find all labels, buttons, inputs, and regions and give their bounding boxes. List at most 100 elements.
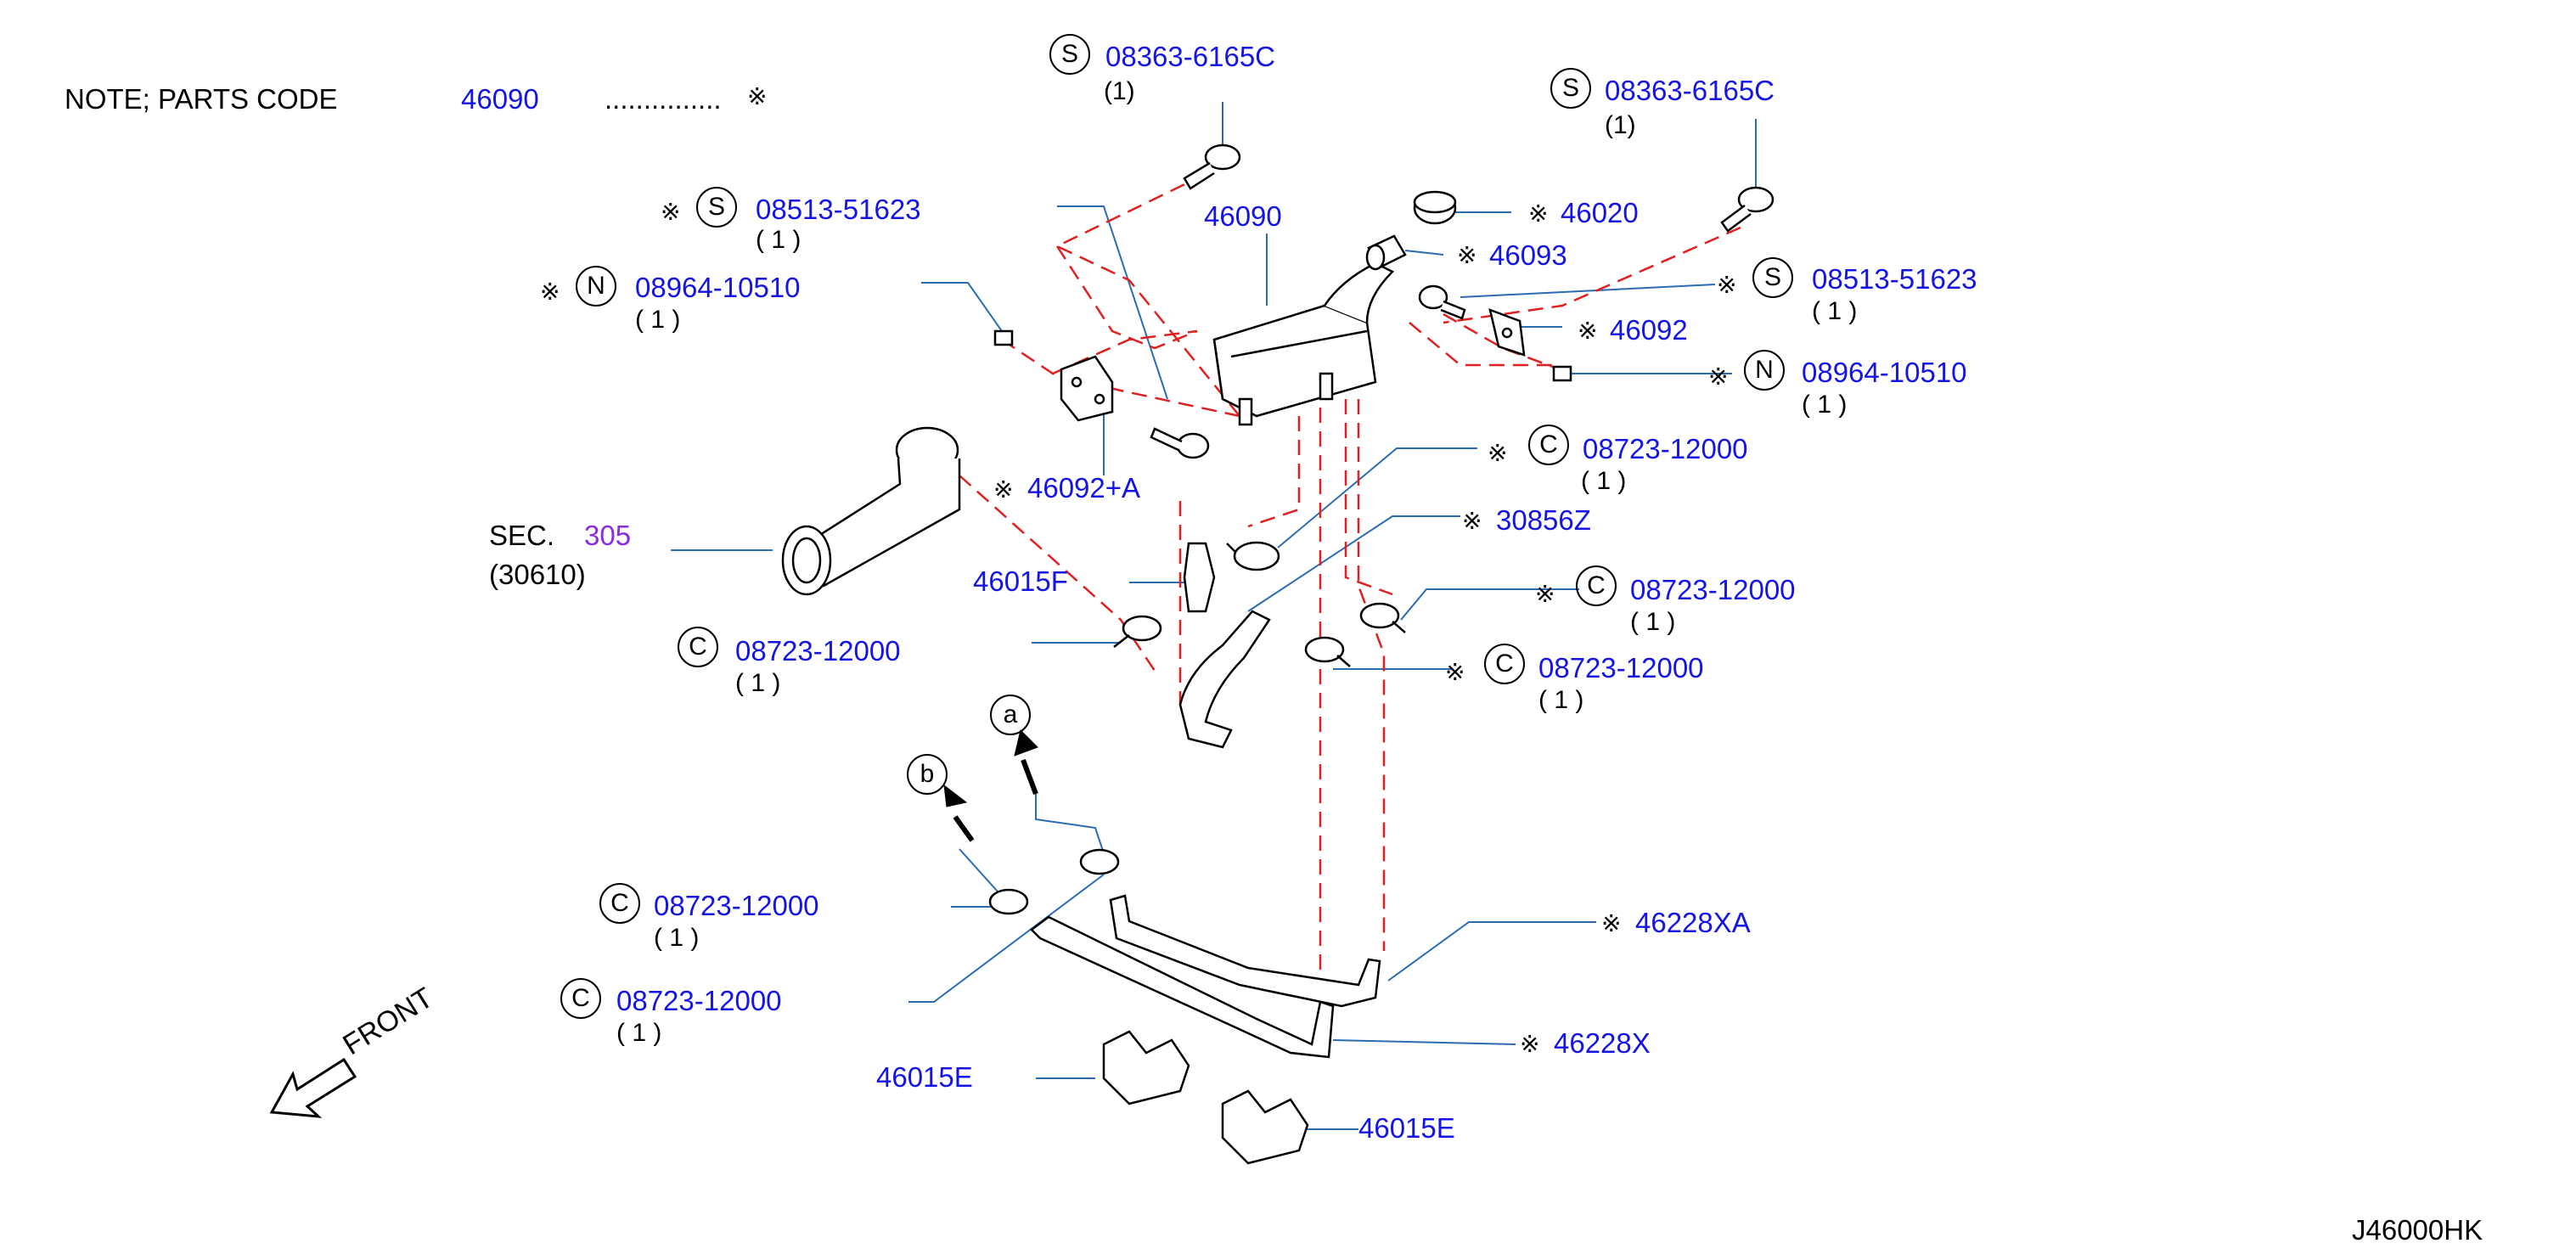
clip-46015e-left (1102, 1030, 1190, 1105)
bolt-top-right (1720, 186, 1775, 233)
asterisk-mark: ※ (993, 475, 1014, 503)
leader-b (959, 848, 998, 892)
clamp-mid-2 (1304, 636, 1351, 667)
callout-b: b (907, 754, 948, 795)
asterisk-mark: ※ (1708, 363, 1729, 391)
part-46093[interactable]: 46093 (1489, 239, 1567, 271)
pipe-46228x (1030, 915, 1335, 1059)
part-08723-12000-lower-1[interactable]: 08723-12000 (654, 890, 819, 921)
clip-46015f (1183, 542, 1216, 613)
part-46228xa[interactable]: 46228XA (1635, 907, 1751, 938)
c-symbol: C (678, 627, 718, 667)
component-drawings (781, 143, 1775, 1165)
callout-a: a (990, 695, 1031, 735)
asterisk-mark: ※ (540, 278, 560, 306)
part-08513-51623-left[interactable]: 08513-51623 (756, 194, 921, 225)
part-08363-6165c-center[interactable]: 08363-6165C (1105, 41, 1275, 72)
part-46092[interactable]: 46092 (1610, 314, 1688, 346)
asterisk-mark: ※ (1462, 507, 1482, 535)
front-arrow (269, 1057, 357, 1118)
asterisk-mark: ※ (1488, 439, 1508, 467)
nut-right (1552, 365, 1572, 382)
asterisk-mark: ※ (1717, 271, 1737, 299)
leader-46228xa (1387, 921, 1596, 982)
note-mark: ※ (747, 82, 768, 110)
bracket-right (1488, 308, 1526, 357)
arrow-b (953, 815, 975, 842)
asterisk-mark: ※ (661, 198, 681, 226)
clamp-lower-1 (988, 888, 1029, 915)
part-08723-12000-1[interactable]: 08723-12000 (1583, 433, 1748, 464)
qty-08363-right: (1) (1605, 111, 1636, 139)
note-prefix: NOTE; PARTS CODE (65, 83, 338, 115)
c-symbol: C (1576, 565, 1617, 606)
reservoir-tank (1212, 262, 1395, 426)
leader-screw-left (1057, 205, 1168, 400)
part-08513-51623-right[interactable]: 08513-51623 (1812, 263, 1977, 295)
hose-30856z (1178, 610, 1271, 749)
leader-clamp-1 (1277, 447, 1477, 548)
note-code[interactable]: 46090 (461, 83, 539, 115)
part-46015e-left[interactable]: 46015E (876, 1061, 973, 1093)
sec-number[interactable]: 305 (584, 520, 632, 551)
leader-clamp-2 (1400, 588, 1579, 621)
arrow-a-head (1014, 729, 1038, 757)
part-46020[interactable]: 46020 (1561, 197, 1639, 228)
qty-08513-right: ( 1 ) (1812, 297, 1858, 325)
qty-08964-left: ( 1 ) (635, 306, 681, 334)
asterisk-mark: ※ (1520, 1030, 1540, 1058)
qty-08723-lower-2: ( 1 ) (616, 1019, 662, 1047)
part-46090-tank[interactable]: 46090 (1204, 200, 1282, 232)
qty-08723-left: ( 1 ) (735, 669, 781, 697)
asterisk-mark: ※ (1445, 658, 1465, 686)
sec-sub: (30610) (489, 559, 586, 590)
leader-30856z (1247, 515, 1460, 612)
leader-screw-right (1460, 284, 1716, 298)
qty-08964-right: ( 1 ) (1802, 391, 1848, 419)
part-46092-a[interactable]: 46092+A (1027, 472, 1141, 503)
part-46228x[interactable]: 46228X (1554, 1027, 1651, 1059)
c-symbol: C (1528, 425, 1569, 465)
asterisk-mark: ※ (1528, 200, 1549, 228)
leader-filter (1404, 250, 1444, 256)
part-08964-10510-left[interactable]: 08964-10510 (635, 272, 801, 303)
asterisk-mark: ※ (1457, 241, 1477, 269)
asterisk-mark: ※ (1535, 580, 1555, 608)
part-30856z[interactable]: 30856Z (1496, 504, 1591, 536)
screw-right (1418, 284, 1466, 320)
filler-neck (781, 426, 961, 596)
leader-nut-left (921, 282, 1003, 332)
qty-08723-3: ( 1 ) (1538, 686, 1584, 714)
qty-08723-lower-1: ( 1 ) (654, 924, 700, 952)
arrow-b-head (943, 784, 968, 807)
leader-46228x (1332, 1039, 1516, 1045)
asterisk-mark: ※ (1601, 909, 1622, 937)
clip-46015e-right (1221, 1089, 1309, 1165)
bolt-top-center (1183, 143, 1241, 190)
part-08964-10510-right[interactable]: 08964-10510 (1802, 357, 1967, 388)
part-46015e-right[interactable]: 46015E (1358, 1112, 1455, 1144)
qty-08513-left: ( 1 ) (756, 226, 801, 254)
n-symbol: N (576, 266, 616, 307)
bracket-left (1060, 355, 1114, 422)
pipe-46228xa (1109, 894, 1381, 1008)
n-symbol: N (1744, 350, 1785, 391)
part-08363-6165c-right[interactable]: 08363-6165C (1605, 75, 1775, 106)
diagram-id: J46000HK (2352, 1214, 2483, 1246)
leader-a (1035, 794, 1105, 854)
part-08723-12000-left[interactable]: 08723-12000 (735, 635, 901, 667)
part-08723-12000-2[interactable]: 08723-12000 (1630, 574, 1796, 605)
direction-arrows (943, 729, 1038, 842)
c-symbol: C (599, 883, 640, 924)
part-46015f[interactable]: 46015F (973, 565, 1068, 597)
leader-lines (671, 102, 1757, 1130)
note-dots: ............... (605, 83, 722, 115)
c-symbol: C (1484, 644, 1525, 684)
clamp-mid-1 (1359, 602, 1406, 633)
clamp-lower-2 (1079, 848, 1120, 875)
s-symbol: S (1049, 34, 1090, 75)
part-08723-12000-lower-2[interactable]: 08723-12000 (616, 985, 782, 1016)
part-08723-12000-3[interactable]: 08723-12000 (1538, 652, 1704, 683)
